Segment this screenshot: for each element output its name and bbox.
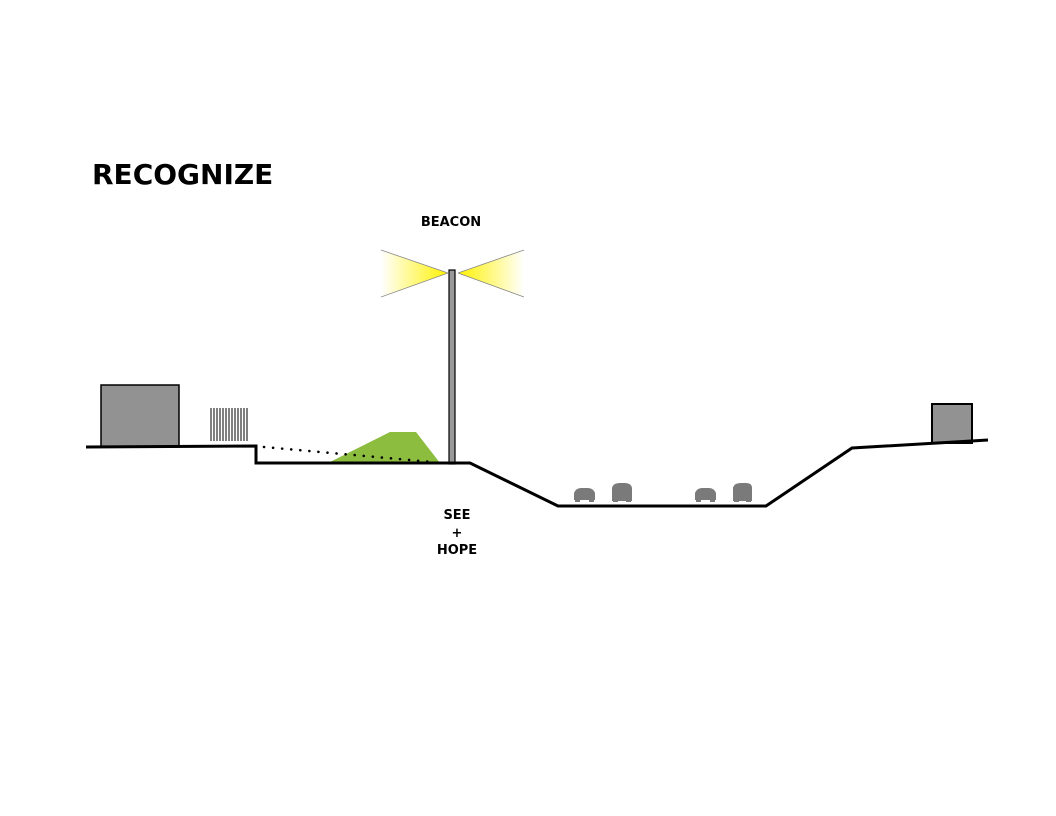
car-icon (733, 483, 752, 502)
car-icon (612, 483, 632, 502)
plus-label: + (452, 526, 463, 541)
spotlight-icon (380, 249, 525, 298)
beam-left (381, 250, 448, 297)
beam-right (458, 250, 524, 297)
beacon-pole (448, 269, 456, 465)
beacon-label: BEACON (421, 215, 481, 230)
diagram-title: RECOGNIZE (92, 158, 273, 191)
building-right (931, 403, 973, 444)
ground-section-line (85, 438, 989, 508)
car-icon (695, 488, 716, 502)
sightline-dotted (262, 445, 434, 464)
green-berm (328, 432, 440, 463)
building-left (100, 384, 180, 448)
see-label: SEE (443, 508, 470, 523)
hope-label: HOPE (437, 543, 477, 558)
fence-icon (210, 408, 248, 441)
car-icon (574, 488, 595, 502)
